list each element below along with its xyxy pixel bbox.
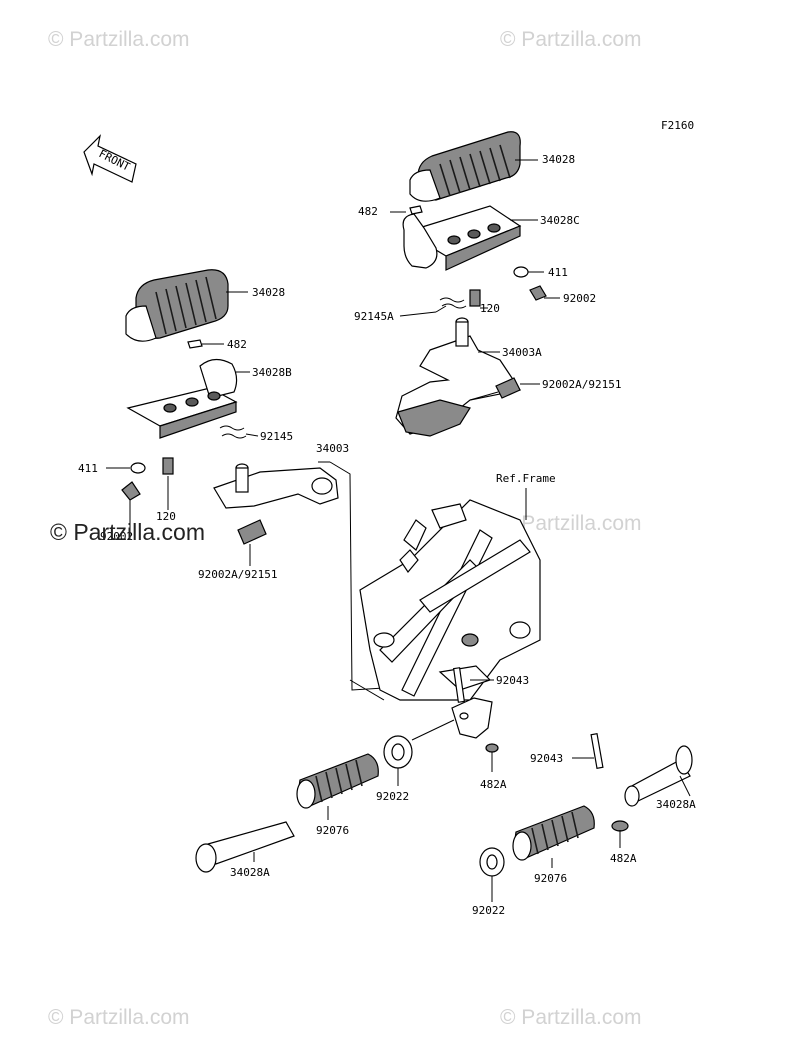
part-label-34028-left[interactable]: 34028 xyxy=(252,286,285,299)
part-label-34003A[interactable]: 34003A xyxy=(502,346,542,359)
part-label-34028B[interactable]: 34028B xyxy=(252,366,292,379)
watermark: © Partzilla.com xyxy=(500,1006,642,1029)
part-label-482A-b[interactable]: 482A xyxy=(610,852,637,865)
frame-leaders xyxy=(411,488,527,772)
part-label-92002-right[interactable]: 92002 xyxy=(563,292,596,305)
part-label-34028A-b[interactable]: 34028A xyxy=(656,798,696,811)
part-label-92145A[interactable]: 92145A xyxy=(354,310,394,323)
right-assembly-leaders xyxy=(390,159,560,385)
part-label-482-right[interactable]: 482 xyxy=(358,205,378,218)
watermark: © Partzilla.com xyxy=(500,512,642,535)
lower-leaders xyxy=(253,757,691,902)
part-label-411-right[interactable]: 411 xyxy=(548,266,568,279)
watermark: © Partzilla.com xyxy=(500,28,642,51)
part-label-34028-right[interactable]: 34028 xyxy=(542,153,575,166)
left-assembly-leaders xyxy=(106,291,385,701)
part-label-120-left[interactable]: 120 xyxy=(156,510,176,523)
part-label-34028C[interactable]: 34028C xyxy=(540,214,580,227)
part-label-411-left[interactable]: 411 xyxy=(78,462,98,475)
part-label-92022-a[interactable]: 92022 xyxy=(376,790,409,803)
front-arrow-icon: FRONT xyxy=(83,134,137,183)
part-label-482-left[interactable]: 482 xyxy=(227,338,247,351)
watermark: © Partzilla.com xyxy=(48,28,190,51)
diagram-code: F2160 xyxy=(661,119,694,132)
watermark-group: © Partzilla.com © Partzilla.com © Partzi… xyxy=(48,28,642,1029)
part-label-92002A-right[interactable]: 92002A/92151 xyxy=(542,378,621,391)
part-label-92043-b[interactable]: 92043 xyxy=(530,752,563,765)
right-footpeg-assembly xyxy=(395,131,547,437)
part-label-34028A-a[interactable]: 34028A xyxy=(230,866,270,879)
ref-frame-label[interactable]: Ref.Frame xyxy=(496,472,556,485)
lower-left-pegs xyxy=(195,735,413,873)
part-label-92002-left[interactable]: 92002 xyxy=(100,530,133,543)
part-label-92022-b[interactable]: 92022 xyxy=(472,904,505,917)
watermark-overlay: © Partzilla.com xyxy=(50,519,205,545)
part-label-92076-b[interactable]: 92076 xyxy=(534,872,567,885)
part-label-482A-a[interactable]: 482A xyxy=(480,778,507,791)
frame-assembly xyxy=(359,499,541,753)
part-label-34003[interactable]: 34003 xyxy=(316,442,349,455)
part-label-92076-a[interactable]: 92076 xyxy=(316,824,349,837)
left-footpeg-assembly xyxy=(121,269,339,545)
part-label-92002A-left[interactable]: 92002A/92151 xyxy=(198,568,277,581)
lower-right-pegs xyxy=(479,733,693,877)
part-label-92145[interactable]: 92145 xyxy=(260,430,293,443)
watermark: © Partzilla.com xyxy=(48,1006,190,1029)
part-label-92043-a[interactable]: 92043 xyxy=(496,674,529,687)
part-labels: 34028 482 34028C 411 92002 92145A 120 34… xyxy=(78,153,696,917)
part-label-120-right[interactable]: 120 xyxy=(480,302,500,315)
